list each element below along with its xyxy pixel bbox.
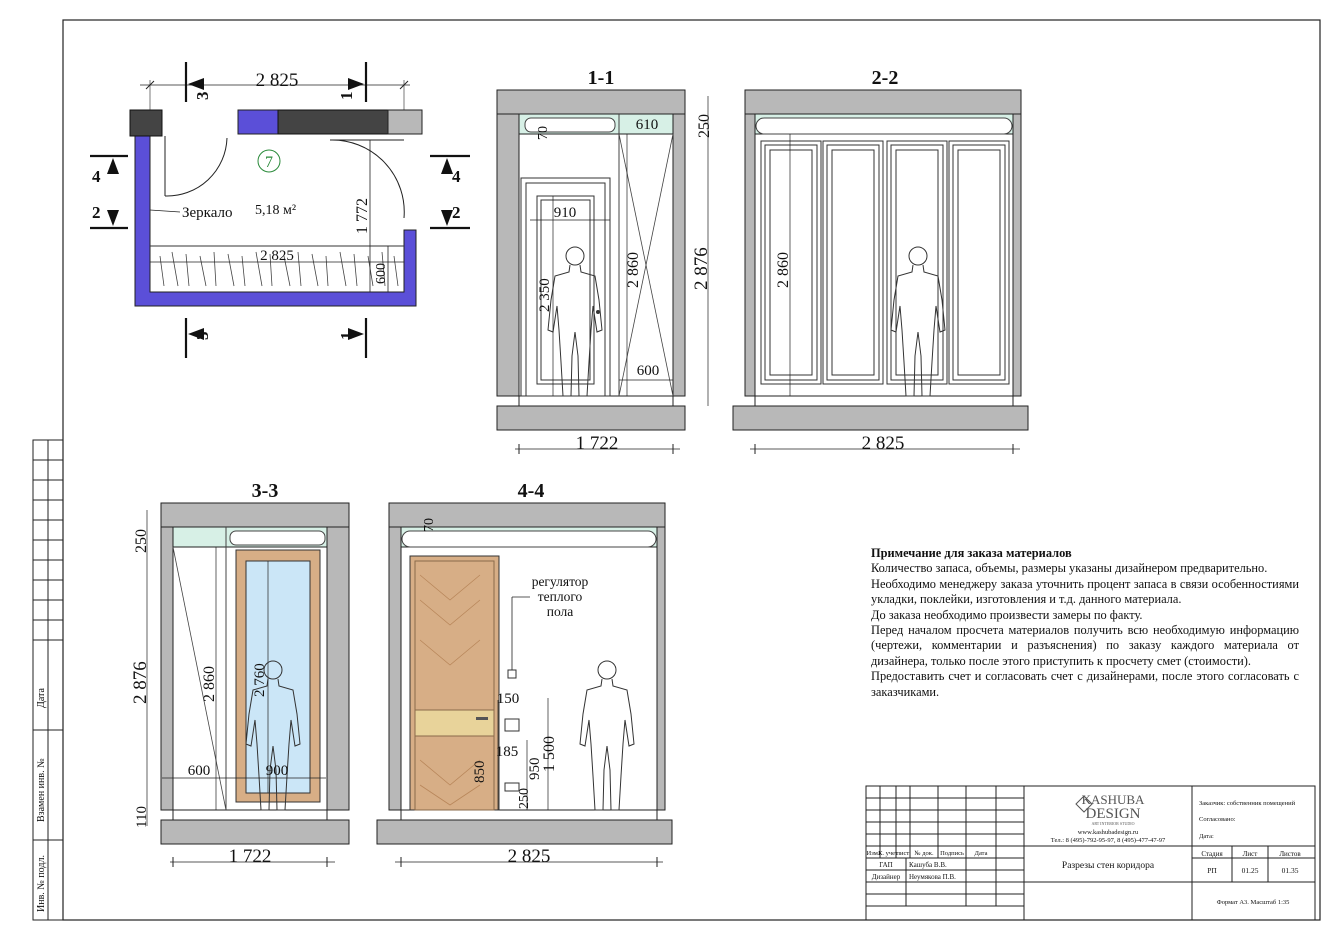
plan-wall-dark (277, 109, 389, 135)
stamp-col-doc: № док. (914, 850, 934, 857)
s11-door-height: 2 350 (537, 278, 553, 312)
s44-top-dim: 70 (422, 518, 437, 532)
s44-regulator-2: теплого (538, 589, 583, 604)
plan-dim-inner: 2 825 (260, 248, 294, 264)
material-notes: Примечание для заказа материалов Количес… (871, 546, 1299, 700)
stamp-col-account: К. учет (878, 850, 898, 857)
s33-total-height: 2 876 (130, 661, 151, 704)
stamp-site: www.kashubadesign.ru (1078, 829, 1139, 836)
s33-floor-dim: 110 (134, 806, 150, 828)
plan-dim-depth: 1 772 (354, 198, 371, 234)
plan-mirror-label: Зеркало (182, 205, 233, 221)
floor-plan (90, 62, 470, 358)
side-label-inventory: Инв. № подл. (36, 855, 47, 912)
side-stamp (32, 439, 64, 921)
section-1-1 (496, 89, 709, 454)
plan-dim-top: 2 825 (256, 70, 299, 91)
s33-width: 1 722 (229, 846, 272, 867)
stamp-logo-tagline: ART INTERIOR STUDIO (1091, 821, 1134, 826)
stamp-logo-bottom: DESIGN (1086, 806, 1141, 822)
s33-title: 3-3 (252, 480, 279, 502)
notes-title: Примечание для заказа материалов (871, 546, 1072, 560)
s44-dim-185: 185 (496, 744, 519, 760)
s44-dim-850: 850 (472, 761, 488, 784)
s11-total-height: 2 876 (691, 247, 712, 290)
plan-room-number: 7 (265, 154, 273, 171)
s33-cab-depth: 600 (188, 763, 211, 779)
plan-wall-grey (387, 109, 423, 135)
s11-width: 1 722 (576, 433, 619, 454)
s44-dim-250: 250 (517, 788, 532, 809)
plan-cut-2-right: 2 (452, 203, 461, 222)
s22-height: 2 860 (775, 252, 792, 288)
title-block (865, 785, 1316, 921)
stamp-designer-name: Неумякова П.В. (909, 873, 956, 881)
stamp-agreed: Согласовано: (1199, 816, 1236, 823)
plan-cut-3-bottom: 3 (193, 332, 212, 341)
s44-dim-150: 150 (497, 691, 520, 707)
notes-line-2: Необходимо менеджеру заказа уточнить про… (871, 576, 1299, 607)
plan-cut-4-right: 4 (452, 167, 461, 186)
s33-ceiling-dim: 250 (133, 529, 150, 553)
section-4-4 (376, 502, 673, 867)
plan-area: 5,18 м² (255, 203, 296, 218)
stamp-col-change: Изм. (867, 850, 880, 857)
stamp-format: Формат А3. Масштаб 1:35 (1217, 899, 1290, 906)
s33-cab-height: 2 860 (201, 666, 218, 702)
section-2-2 (732, 89, 1029, 454)
stamp-sheets: 01.35 (1282, 866, 1299, 875)
plan-cut-1-bottom: 1 (337, 332, 356, 341)
stamp-stage: РП (1207, 866, 1217, 875)
stamp-customer: Заказчик: собственник помещений (1199, 800, 1296, 807)
stamp-row-designer: Дизайнер (872, 873, 901, 881)
stamp-logo-top: KASHUBA (1082, 792, 1145, 807)
s22-title: 2-2 (872, 67, 899, 89)
notes-line-5: Предоставить счет и согласовать счет с д… (871, 669, 1299, 699)
s22-width: 2 825 (862, 433, 905, 454)
stamp-phones: Тел.: 8 (495)-792-95-97, 8 (495)-477-47-… (1051, 837, 1166, 844)
notes-line-1: Количество запаса, объемы, размеры указа… (871, 561, 1268, 576)
s11-title: 1-1 (588, 67, 615, 89)
stamp-col-date: Дата (975, 850, 988, 857)
s44-title: 4-4 (518, 480, 545, 502)
notes-line-4: Перед началом просчета материалов получи… (871, 623, 1299, 668)
s11-cabinet-width: 610 (636, 117, 659, 133)
plan-cut-1-top: 1 (337, 92, 356, 101)
stamp-stage-header: Стадия (1201, 850, 1223, 858)
plan-cut-3-top: 3 (193, 92, 212, 101)
stamp-row-gap: ГАП (879, 861, 892, 869)
notes-line-3: До заказа необходимо произвести замеры п… (871, 607, 1143, 622)
plan-wall-blue (134, 134, 417, 307)
stamp-sheet-header: Лист (1243, 850, 1258, 858)
side-label-replace: Взамен инв. № (36, 758, 47, 822)
s44-regulator-1: регулятор (532, 574, 589, 589)
stamp-gap-name: Кашуба В.В. (909, 861, 947, 869)
plan-cut-2-left: 2 (92, 203, 101, 222)
stamp-sheets-header: Листов (1279, 850, 1301, 858)
stamp-drawing-title: Разрезы стен коридора (1062, 861, 1155, 871)
plan-cut-4-left: 4 (92, 167, 101, 186)
s11-ceiling-dim: 250 (696, 114, 713, 138)
stamp-date-label: Дата: (1199, 833, 1214, 840)
s33-mirror-width: 900 (266, 763, 289, 779)
s11-top-dim: 70 (536, 126, 551, 140)
stamp-sheet: 01.25 (1242, 866, 1259, 875)
s44-regulator-3: пола (547, 604, 574, 619)
s44-dim-1500: 1 500 (541, 736, 558, 772)
plan-dim-wardrobe: 600 (374, 263, 389, 284)
s11-door-width: 910 (554, 205, 577, 221)
stamp-col-sheet: лист (897, 850, 910, 857)
side-label-date: Дата (36, 688, 47, 708)
stamp-col-sign: Подпись (940, 850, 964, 857)
plan-column-left (129, 109, 163, 137)
s11-cab-height: 2 860 (625, 252, 642, 288)
section-3-3 (146, 502, 350, 867)
s33-mirror-height: 2 760 (252, 663, 268, 697)
s44-dim-950: 950 (527, 758, 543, 781)
s44-width: 2 825 (508, 846, 551, 867)
s11-floor-dim: 600 (637, 363, 660, 379)
plan-wall-blue-top (237, 109, 279, 135)
